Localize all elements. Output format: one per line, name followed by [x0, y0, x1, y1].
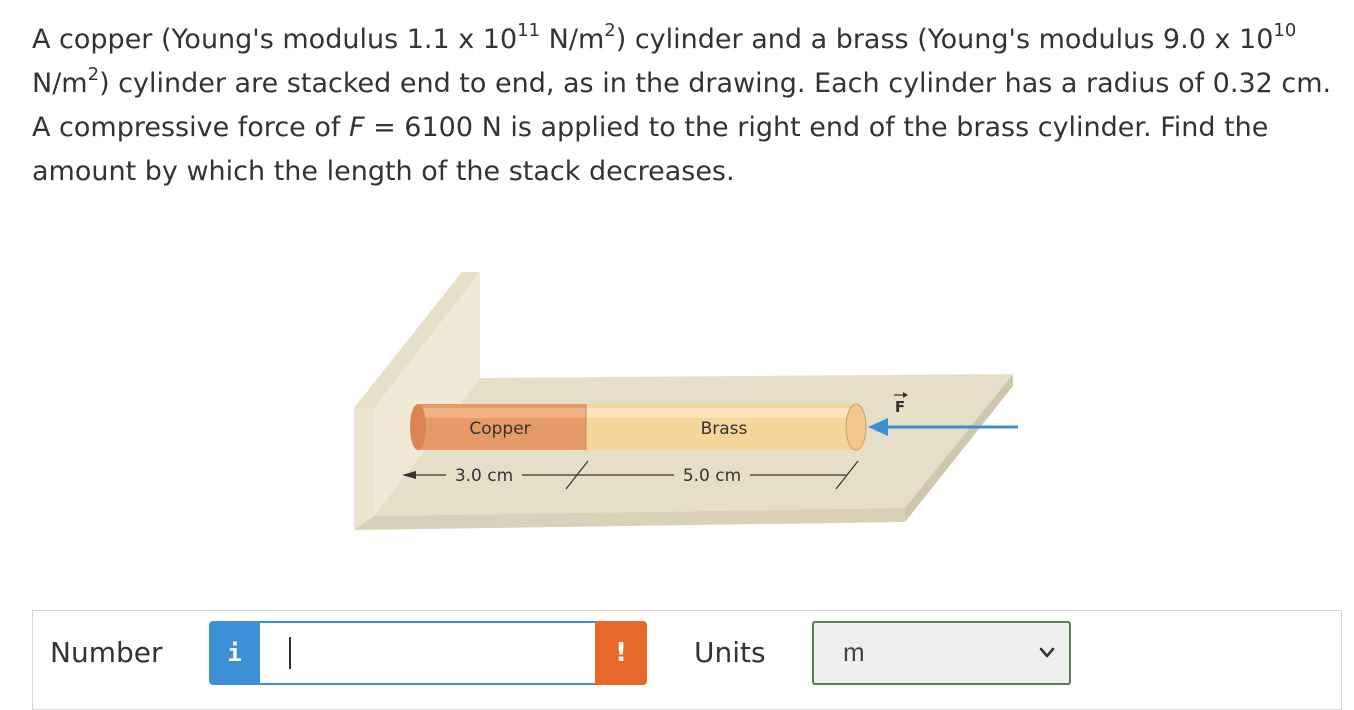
- units-selected-value: m: [843, 637, 865, 667]
- figure-drawing: Copper Brass 3.0 cm 5.0 cm F: [354, 272, 1018, 530]
- question-part: ) cylinder are stacked end to end, as in…: [32, 68, 1332, 143]
- force-vector-mark-head: [903, 392, 908, 398]
- number-label: Number: [50, 636, 163, 669]
- wall: [354, 272, 480, 530]
- dimension-tick-right: [835, 460, 859, 490]
- copper-end: [410, 404, 426, 450]
- force-arrow-head: [868, 418, 888, 436]
- force-label: F: [895, 398, 905, 416]
- floor-right-edge: [905, 374, 1013, 522]
- force-symbol: F: [348, 112, 365, 143]
- chevron-down-icon: [1039, 647, 1055, 658]
- brass-highlight: [586, 408, 856, 418]
- text-cursor: [289, 637, 291, 669]
- brass-length-label: 5.0 cm: [683, 466, 741, 486]
- question-text: A copper (Young's modulus 1.1 x 1011 N/m…: [32, 18, 1332, 194]
- wall-front: [354, 408, 374, 530]
- info-icon[interactable]: i: [209, 621, 260, 685]
- brass-label: Brass: [701, 419, 748, 439]
- question-part: = 6100 N is applied to the right end of …: [32, 112, 1269, 187]
- brass-end: [845, 403, 867, 451]
- copper-highlight: [418, 408, 586, 418]
- question-part: A copper (Young's modulus 1.1 x 10: [32, 24, 518, 55]
- number-input[interactable]: [260, 621, 595, 685]
- exponent: 2: [604, 20, 616, 41]
- dimension-bg-copper: [446, 464, 522, 486]
- units-label: Units: [694, 636, 766, 669]
- question-part: ) cylinder and a brass (Young's modulus …: [615, 24, 1274, 55]
- dimension-bg-brass: [674, 464, 750, 486]
- copper-label: Copper: [469, 419, 530, 439]
- stacked-cylinders-figure: Copper Brass 3.0 cm 5.0 cm F: [340, 268, 1030, 538]
- exponent: 10: [1273, 20, 1297, 41]
- units-select[interactable]: m: [812, 621, 1071, 685]
- floor-front: [354, 508, 905, 530]
- question-part: N/m: [32, 68, 88, 99]
- dimension-tick-mid: [565, 460, 589, 490]
- exponent: 2: [87, 64, 100, 85]
- alert-icon[interactable]: !: [595, 621, 647, 685]
- copper-length-label: 3.0 cm: [455, 466, 513, 486]
- wall-edge: [354, 272, 480, 408]
- exponent: 11: [517, 20, 541, 41]
- question-part: N/m: [540, 24, 605, 55]
- dimension-arrow-left: [402, 471, 416, 479]
